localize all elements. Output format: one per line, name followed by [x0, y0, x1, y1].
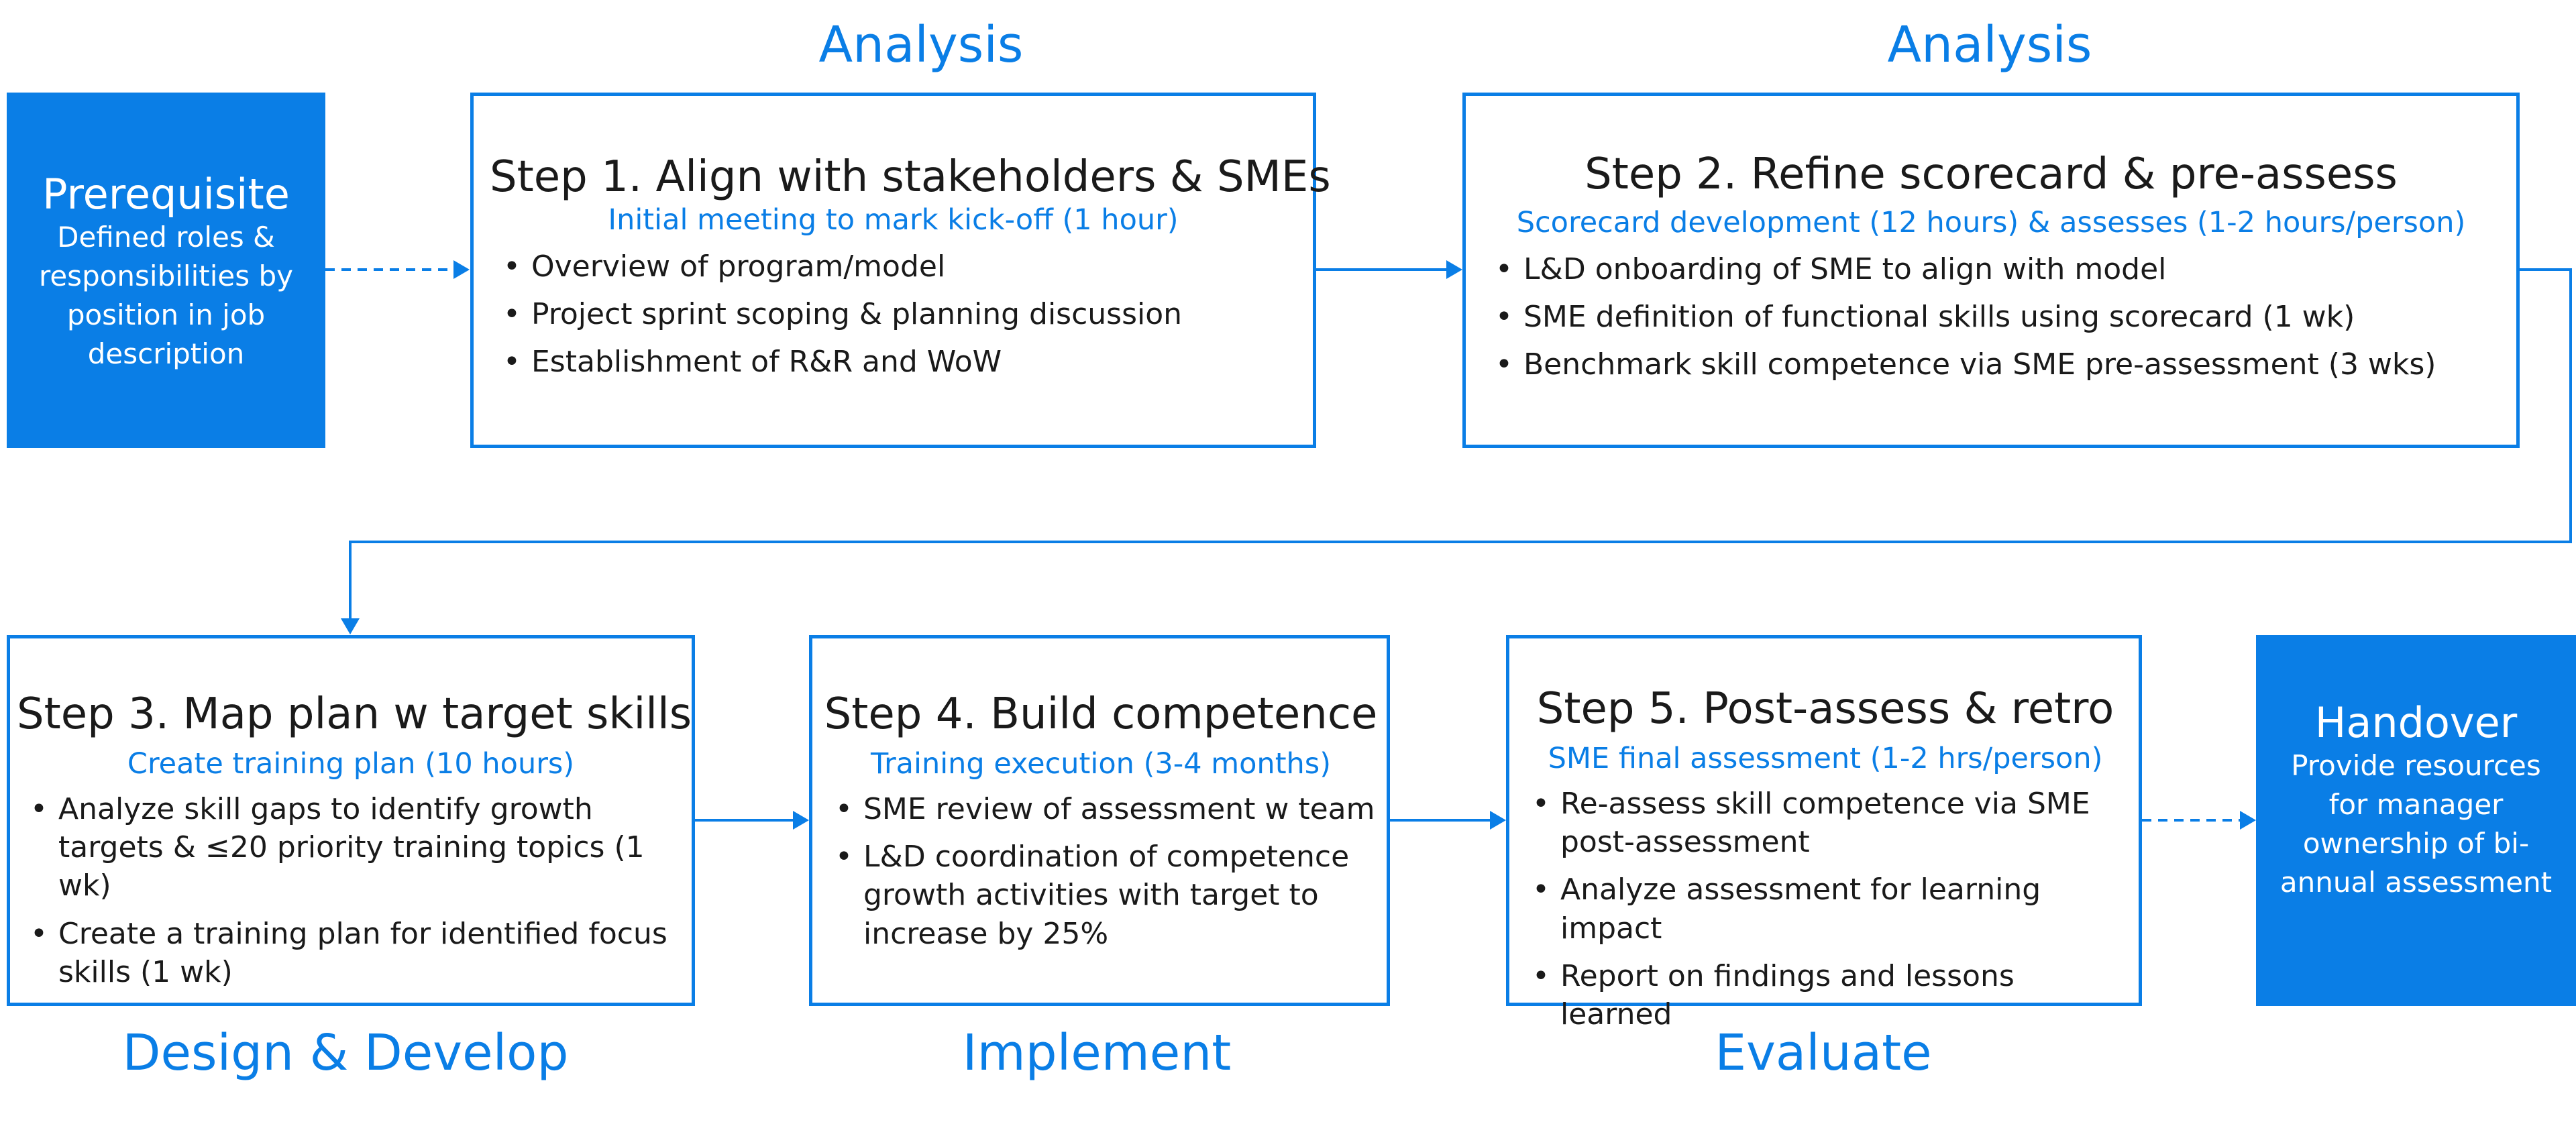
step-5-subtitle: SME final assessment (1-2 hrs/person) — [1548, 742, 2103, 776]
phase-label-evaluate: Evaluate — [1715, 1024, 1932, 1082]
step-3-box: Step 3. Map plan w target skills Create … — [7, 635, 695, 1006]
handover-box: Handover Provide resources for manager o… — [2256, 635, 2576, 1006]
handover-description: Provide resources for manager ownership … — [2279, 749, 2553, 899]
arrow-step-4-to-step-5-head — [1490, 811, 1506, 830]
list-item: Overview of program/model — [490, 247, 1297, 286]
step-1-title: Step 1. Align with stakeholders & SMEs — [490, 152, 1331, 202]
arrow-step-1-to-step-2-head — [1446, 260, 1462, 279]
list-item: L&D coordination of competence growth ac… — [822, 838, 1380, 953]
step-5-bullets: Re-assess skill competence via SME post-… — [1519, 785, 2132, 1033]
step-5-box: Step 5. Post-assess & retro SME final as… — [1506, 635, 2142, 1031]
phase-label-implement: Implement — [962, 1024, 1232, 1082]
step-3-bullets: Analyze skill gaps to identify growth ta… — [17, 790, 685, 991]
list-item: SME review of assessment w team — [822, 790, 1380, 828]
step-4-bullets: SME review of assessment w team L&D coor… — [822, 790, 1380, 953]
step-3-subtitle: Create training plan (10 hours) — [127, 747, 575, 781]
list-item: Establishment of R&R and WoW — [490, 343, 1297, 381]
arrow-step-2-to-step-3 — [349, 268, 2572, 620]
list-item: Re-assess skill competence via SME post-… — [1519, 785, 2132, 861]
step-1-subtitle: Initial meeting to mark kick-off (1 hour… — [608, 203, 1179, 237]
phase-label-design-develop: Design & Develop — [122, 1024, 569, 1082]
arrow-step-3-to-step-4-head — [793, 811, 809, 830]
list-item: Project sprint scoping & planning discus… — [490, 295, 1297, 333]
prerequisite-box: Prerequisite Defined roles & responsibil… — [7, 93, 325, 448]
step-3-title: Step 3. Map plan w target skills — [17, 689, 692, 739]
step-2-bullets: L&D onboarding of SME to align with mode… — [1482, 250, 2500, 384]
step-5-title: Step 5. Post-assess & retro — [1536, 684, 2114, 734]
phase-label-analysis-2: Analysis — [1887, 16, 2092, 74]
prerequisite-title: Prerequisite — [42, 170, 290, 219]
arrow-step-2-to-step-3-head — [341, 618, 360, 634]
list-item: L&D onboarding of SME to align with mode… — [1482, 250, 2500, 288]
list-item: SME definition of functional skills usin… — [1482, 298, 2500, 336]
step-2-title: Step 2. Refine scorecard & pre-assess — [1585, 150, 2398, 199]
arrow-step-5-to-handover-head — [2240, 811, 2256, 830]
arrow-prerequisite-to-step-1-head — [453, 260, 470, 279]
prerequisite-description: Defined roles & responsibilities by posi… — [39, 221, 293, 371]
list-item: Create a training plan for identified fo… — [17, 915, 685, 991]
step-4-title: Step 4. Build competence — [824, 689, 1378, 739]
step-2-subtitle: Scorecard development (12 hours) & asses… — [1516, 206, 2466, 240]
step-2-box: Step 2. Refine scorecard & pre-assess Sc… — [1462, 93, 2520, 448]
list-item: Analyze skill gaps to identify growth ta… — [17, 790, 685, 905]
phase-label-analysis-1: Analysis — [818, 16, 1024, 74]
list-item: Analyze assessment for learning impact — [1519, 871, 2132, 947]
step-1-bullets: Overview of program/model Project sprint… — [490, 247, 1297, 382]
step-1-box: Step 1. Align with stakeholders & SMEs I… — [470, 93, 1331, 448]
list-item: Report on findings and lessons learned — [1519, 957, 2132, 1033]
list-item: Benchmark skill competence via SME pre-a… — [1482, 345, 2500, 384]
step-4-subtitle: Training execution (3-4 months) — [871, 747, 1331, 781]
step-4-box: Step 4. Build competence Training execut… — [809, 635, 1390, 1006]
handover-title: Handover — [2314, 698, 2518, 747]
